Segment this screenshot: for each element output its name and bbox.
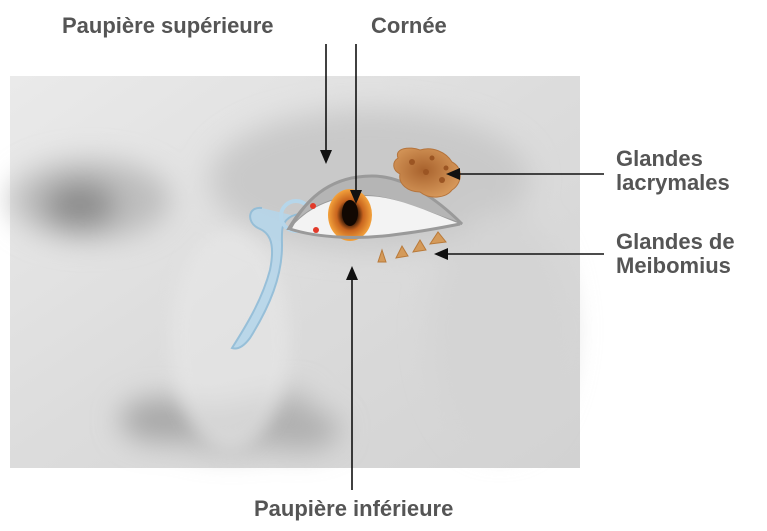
label-cornea: Cornée <box>371 14 447 38</box>
label-upper-eyelid-text: Paupière supérieure <box>62 13 274 38</box>
punctum-upper <box>310 203 316 209</box>
label-lower-eyelid: Paupière inférieure <box>254 497 453 521</box>
label-cornea-text: Cornée <box>371 13 447 38</box>
punctum-lower <box>313 227 319 233</box>
label-meibomian-glands: Glandes de Meibomius <box>616 230 735 278</box>
label-upper-eyelid: Paupière supérieure <box>62 14 274 38</box>
label-lacrimal-glands: Glandes lacrymales <box>616 147 730 195</box>
label-lacrimal-glands-line2: lacrymales <box>616 171 730 195</box>
label-lower-eyelid-text: Paupière inférieure <box>254 496 453 521</box>
label-lacrimal-glands-line1: Glandes <box>616 147 730 171</box>
label-meibomian-glands-line1: Glandes de <box>616 230 735 254</box>
label-meibomian-glands-line2: Meibomius <box>616 254 735 278</box>
face-photo <box>10 76 580 468</box>
pupil <box>342 200 358 226</box>
